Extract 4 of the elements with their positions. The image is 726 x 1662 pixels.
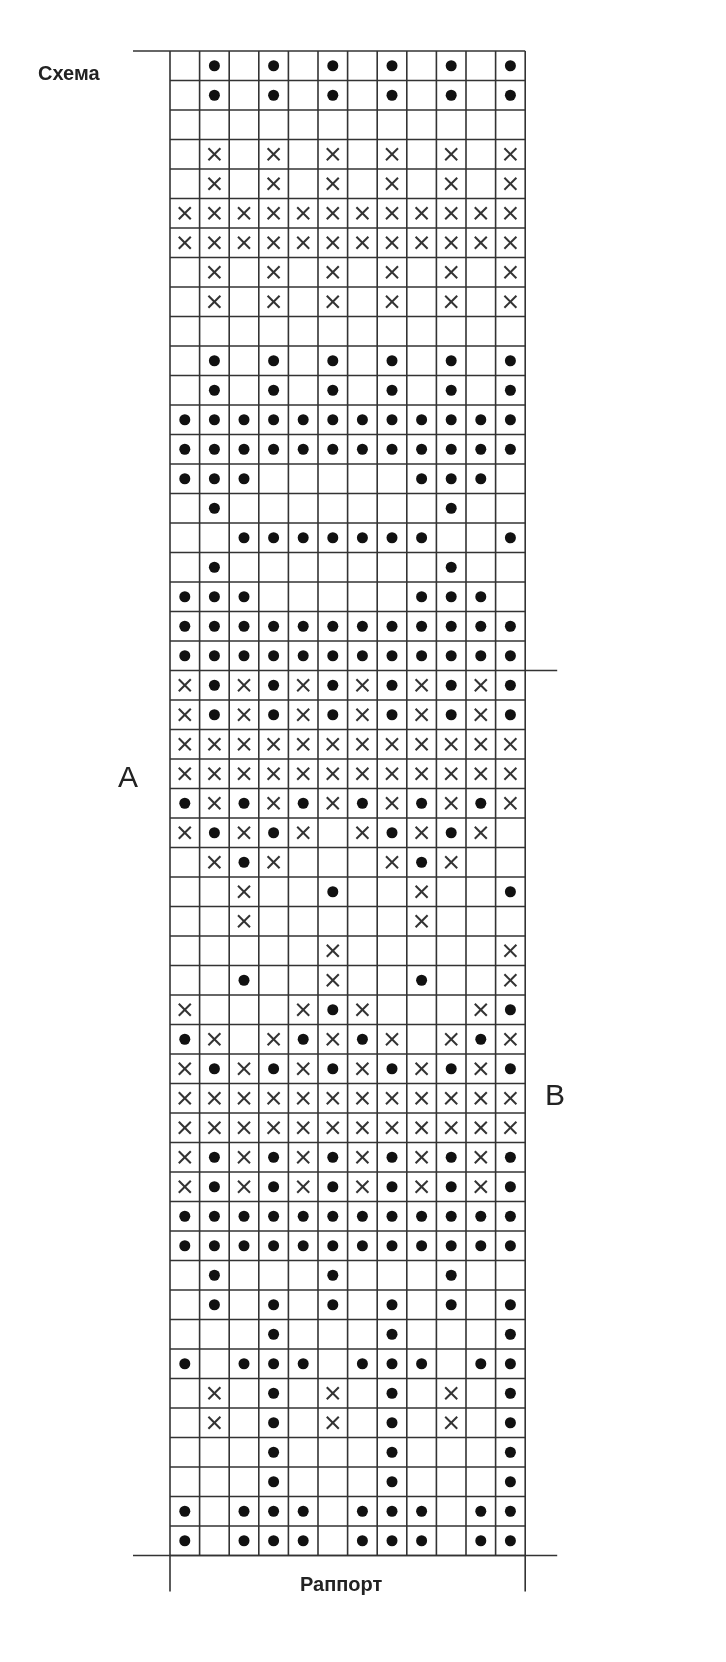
repeat-label: Раппорт — [300, 1573, 383, 1596]
section-label: B — [545, 1078, 565, 1112]
section-label: A — [118, 760, 138, 794]
chart-title: Схема — [38, 62, 100, 85]
